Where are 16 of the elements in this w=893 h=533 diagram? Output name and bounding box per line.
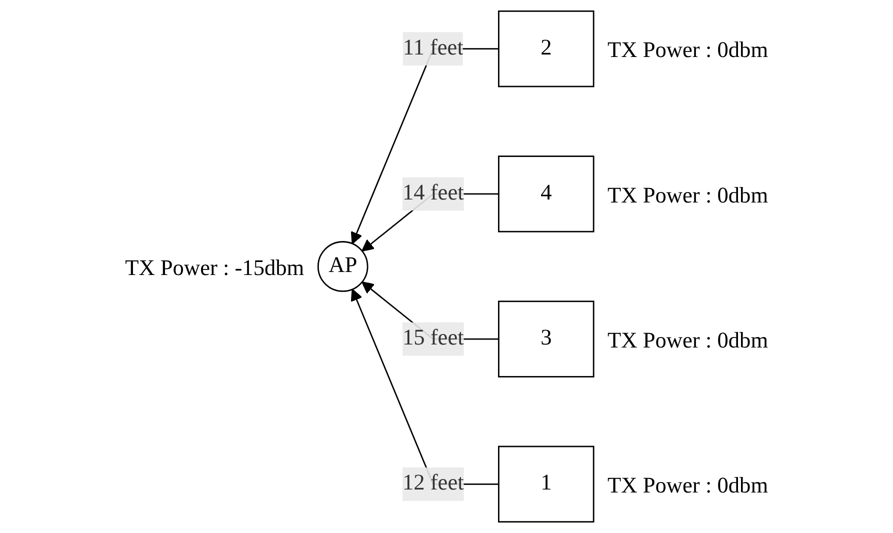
edge-label: 14 feet bbox=[402, 181, 464, 206]
power-label: TX Power : -15dbm bbox=[125, 254, 304, 280]
node-box: 1 bbox=[498, 446, 594, 523]
node-box: 4 bbox=[498, 156, 594, 232]
power-label: TX Power : 0dbm bbox=[607, 37, 768, 62]
power-label: TX Power : 0dbm bbox=[607, 182, 768, 208]
power-label: TX Power : 0dbm bbox=[607, 472, 768, 498]
node-box: 3 bbox=[498, 300, 594, 378]
edge-label: 11 feet bbox=[402, 36, 464, 60]
node-box: 2 bbox=[498, 10, 594, 88]
arrow bbox=[350, 48, 499, 244]
node-circle: AP bbox=[317, 241, 368, 292]
arrow bbox=[350, 288, 499, 485]
power-label: TX Power : 0dbm bbox=[607, 327, 768, 352]
edge-label: 15 feet bbox=[402, 326, 464, 350]
edge-label: 12 feet bbox=[402, 472, 464, 496]
